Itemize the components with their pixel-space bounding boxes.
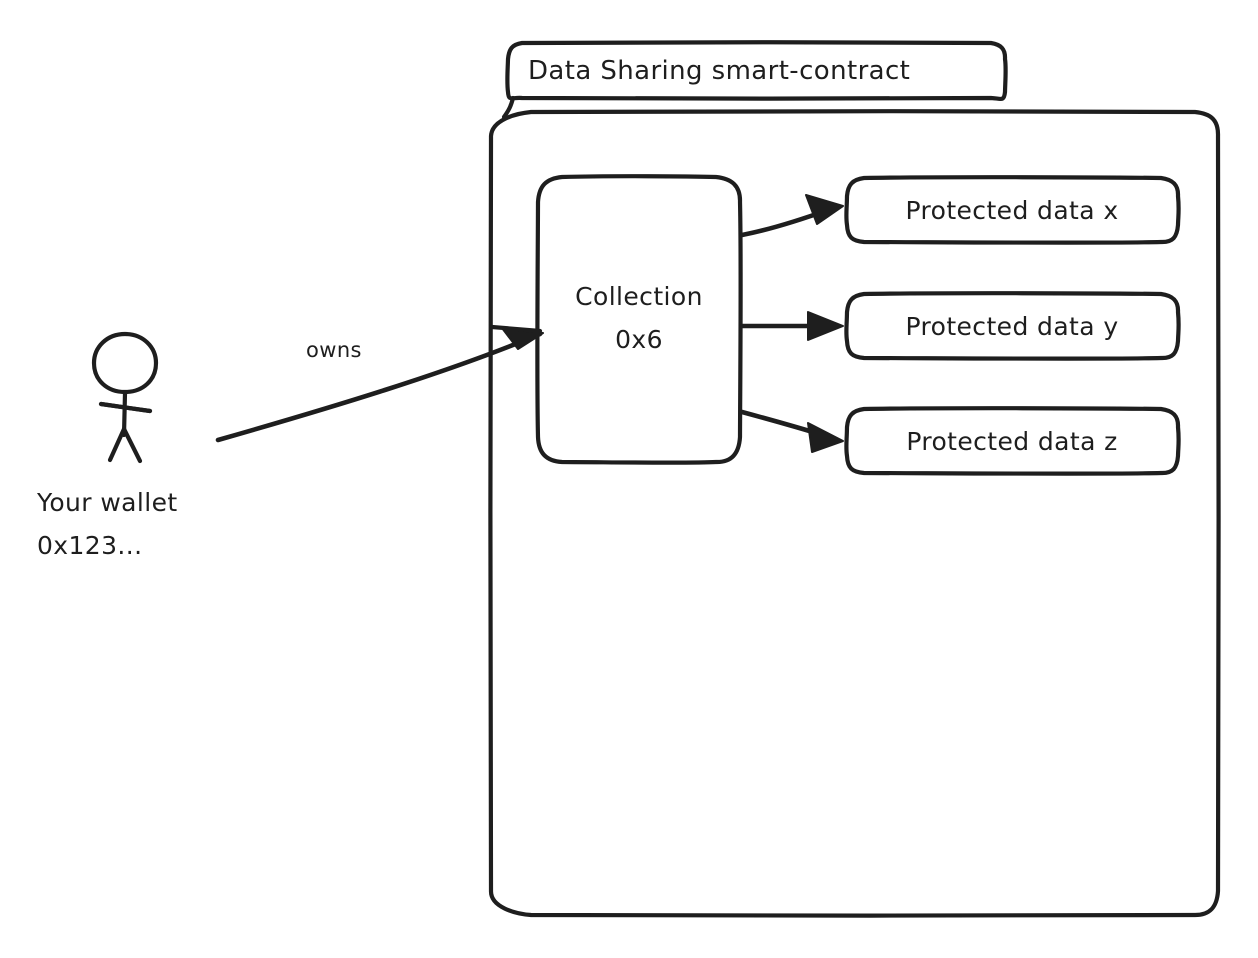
- owns-edge-label: owns: [306, 338, 362, 362]
- protected-data-y-node[interactable]: Protected data y: [844, 291, 1181, 361]
- collection-to-data-x-edge[interactable]: [739, 194, 844, 238]
- collection-node[interactable]: Collection 0x6: [535, 174, 743, 465]
- protected-data-x-node[interactable]: Protected data x: [844, 175, 1181, 245]
- protected-data-z-node[interactable]: Protected data z: [844, 406, 1181, 476]
- collection-label-line2: 0x6: [615, 325, 663, 354]
- protected-data-x-label: Protected data x: [905, 196, 1118, 225]
- collection-label-line1: Collection: [575, 282, 703, 311]
- container-title-label: Data Sharing smart-contract: [528, 56, 910, 86]
- collection-to-data-z-edge[interactable]: [739, 409, 844, 453]
- wallet-label-line2: 0x123...: [37, 531, 142, 560]
- protected-data-y-label: Protected data y: [905, 312, 1118, 341]
- container-title-box[interactable]: Data Sharing smart-contract: [501, 40, 1008, 120]
- protected-data-z-label: Protected data z: [906, 427, 1117, 456]
- collection-to-data-y-edge[interactable]: [739, 311, 844, 341]
- your-wallet-actor[interactable]: Your wallet 0x123...: [36, 331, 178, 560]
- wallet-label-line1: Your wallet: [36, 488, 178, 517]
- owns-edge[interactable]: owns: [215, 324, 544, 443]
